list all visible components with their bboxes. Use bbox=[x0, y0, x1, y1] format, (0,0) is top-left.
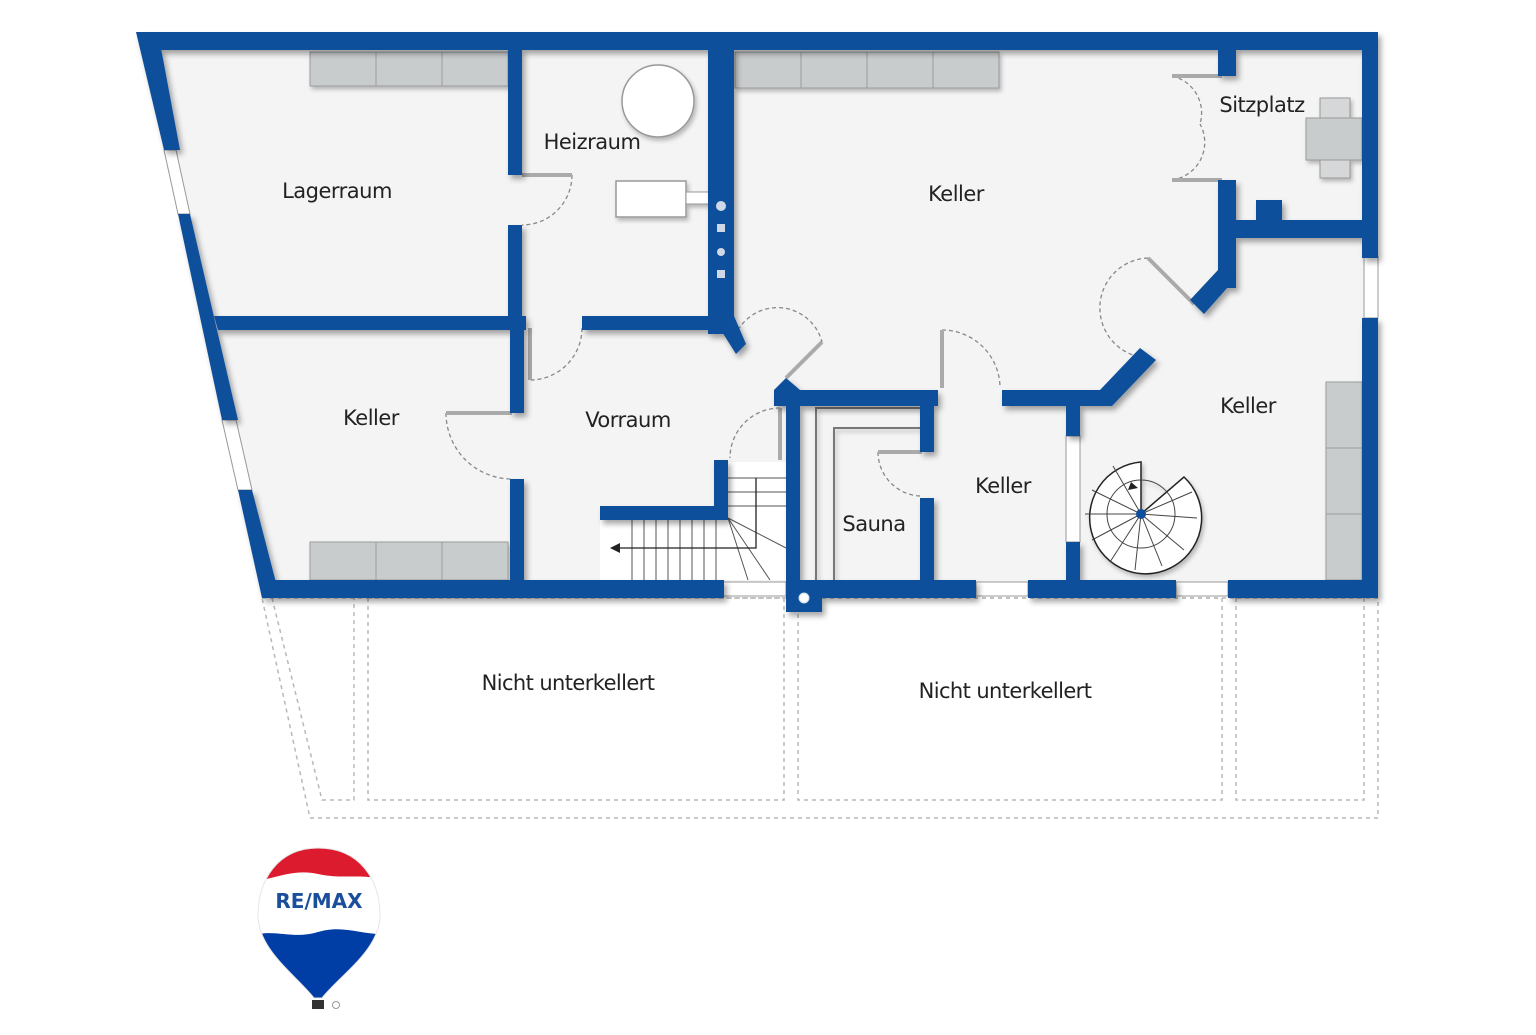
label-keller-main: Keller bbox=[928, 182, 985, 206]
remax-logo: RE/MAX bbox=[257, 847, 381, 1009]
boiler bbox=[615, 64, 711, 218]
label-vorraum: Vorraum bbox=[585, 408, 671, 432]
staircase bbox=[600, 462, 787, 581]
label-keller-left: Keller bbox=[343, 406, 400, 430]
label-unexcavated-left: Nicht unterkellert bbox=[482, 671, 655, 695]
balloon-basket-icon bbox=[312, 1000, 324, 1009]
label-sitzplatz: Sitzplatz bbox=[1219, 93, 1305, 117]
label-keller-right: Keller bbox=[1220, 394, 1277, 418]
spiral-staircase bbox=[1085, 461, 1203, 575]
windows bbox=[163, 149, 1379, 597]
room-labels: Lagerraum Heizraum Keller Sitzplatz Kell… bbox=[282, 93, 1306, 703]
remax-wordmark: RE/MAX bbox=[275, 889, 363, 913]
door-swings bbox=[445, 75, 1206, 497]
cabinets bbox=[309, 51, 1363, 581]
label-heizraum: Heizraum bbox=[544, 130, 641, 154]
duct-markers bbox=[716, 201, 810, 604]
label-unexcavated-right: Nicht unterkellert bbox=[919, 679, 1092, 703]
label-lagerraum: Lagerraum bbox=[282, 179, 392, 203]
floor-area bbox=[152, 44, 1366, 586]
unexcavated-outlines bbox=[261, 597, 1379, 819]
label-keller-small: Keller bbox=[975, 474, 1032, 498]
sauna-benches bbox=[815, 407, 922, 580]
door-leaves bbox=[446, 74, 1222, 460]
registered-mark-icon bbox=[332, 1001, 340, 1009]
walls bbox=[136, 32, 1378, 612]
label-sauna: Sauna bbox=[842, 512, 905, 536]
patio-table bbox=[1305, 97, 1363, 179]
